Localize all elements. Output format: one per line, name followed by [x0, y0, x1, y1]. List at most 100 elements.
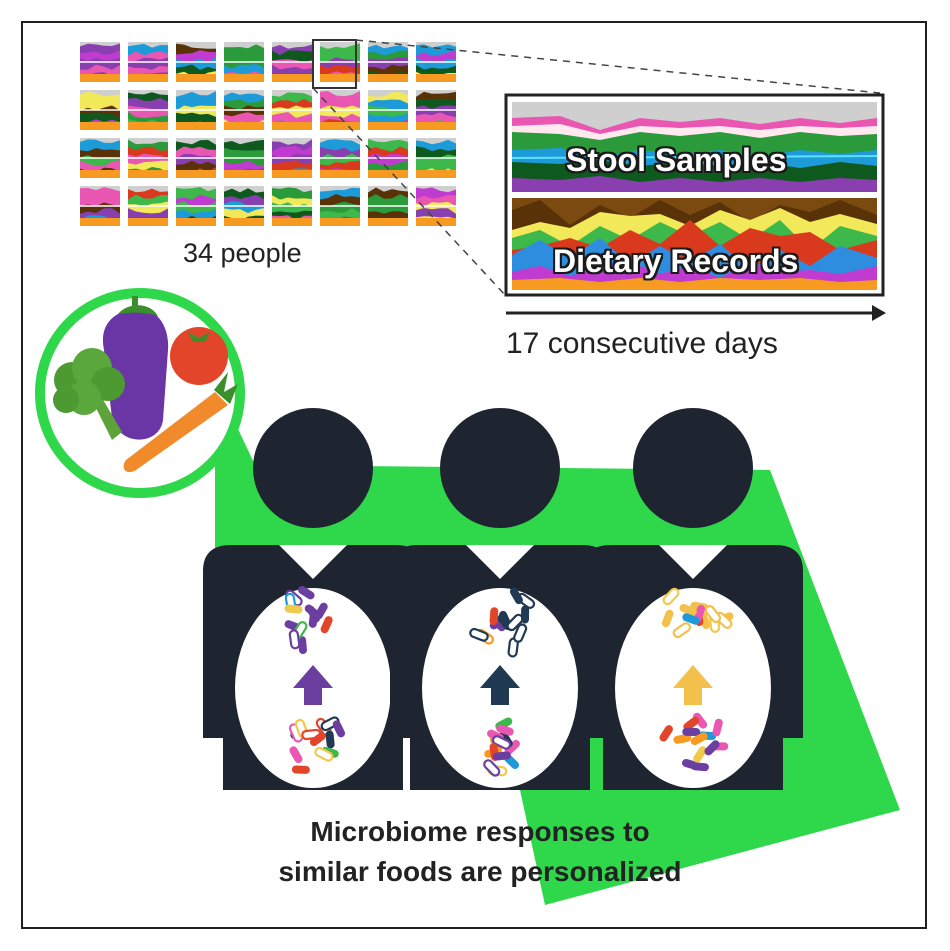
- bacterium-icon: [673, 733, 692, 744]
- mini-chart: [320, 90, 360, 130]
- bacterium-icon: [509, 587, 523, 605]
- mini-chart: [128, 138, 168, 178]
- mini-chart: [416, 42, 456, 82]
- mini-chart: [272, 42, 312, 82]
- mini-chart: [320, 42, 360, 82]
- bacterium-icon: [489, 607, 499, 626]
- people-count-label: 34 people: [183, 238, 302, 268]
- response-arrow-icon: [293, 665, 333, 705]
- mini-chart: [224, 186, 264, 226]
- stool-band-purple: [512, 176, 877, 192]
- mini-chart-grid: [80, 42, 456, 226]
- mini-chart: [128, 186, 168, 226]
- mini-chart: [224, 138, 264, 178]
- mini-chart: [224, 42, 264, 82]
- broccoli-icon: [53, 348, 125, 440]
- dietary-records-label: Dietary Records: [553, 243, 799, 279]
- bacterium-icon: [712, 718, 723, 737]
- mini-chart: [272, 186, 312, 226]
- bacterium-icon: [314, 746, 334, 762]
- bacterium-icon: [332, 720, 346, 738]
- caption-line-1: Microbiome responses to: [310, 816, 650, 847]
- mini-chart: [128, 90, 168, 130]
- person-2: [390, 408, 610, 790]
- bacterium-icon: [690, 732, 708, 746]
- mini-chart: [368, 90, 408, 130]
- days-label: 17 consecutive days: [506, 327, 778, 360]
- bacterium-icon: [496, 724, 514, 736]
- bacterium-icon: [325, 730, 335, 749]
- zoom-selection-box: [312, 39, 357, 89]
- food-circle: [35, 288, 245, 498]
- mini-chart: [368, 186, 408, 226]
- bacterium-icon: [483, 759, 501, 777]
- mini-chart: [176, 138, 216, 178]
- mini-chart: [272, 90, 312, 130]
- mini-chart: [416, 90, 456, 130]
- response-arrow-icon: [673, 665, 713, 705]
- bacterium-icon: [298, 636, 307, 655]
- mini-chart: [80, 90, 120, 130]
- person-head: [253, 408, 373, 528]
- bacterium-icon: [284, 604, 303, 614]
- person-3: [583, 408, 803, 790]
- zoom-line-top: [355, 39, 881, 94]
- bacterium-icon: [320, 616, 333, 634]
- person-1: [203, 408, 423, 790]
- bacterium-icon: [662, 587, 680, 606]
- mini-chart: [176, 186, 216, 226]
- bacterium-icon: [704, 605, 722, 624]
- bacterium-icon: [704, 740, 720, 756]
- bacterium-icon: [513, 623, 528, 643]
- response-arrow-icon: [480, 665, 520, 705]
- bacterium-icon: [469, 627, 489, 642]
- bacterium-icon: [289, 746, 303, 764]
- mini-chart: [320, 138, 360, 178]
- bacterium-icon: [320, 716, 340, 732]
- bacterium-icon: [520, 605, 530, 624]
- person-head: [440, 408, 560, 528]
- bacterium-icon: [683, 716, 700, 731]
- diet-band-orange: [512, 278, 877, 290]
- carrot-icon: [123, 372, 238, 473]
- zoom-line-bottom: [312, 87, 507, 297]
- bacterium-icon: [304, 604, 321, 619]
- mini-chart: [80, 186, 120, 226]
- bacterium-icon: [309, 732, 326, 747]
- bacterium-icon: [288, 629, 301, 650]
- bacterium-icon: [491, 735, 512, 750]
- bacterium-icon: [693, 712, 708, 729]
- mini-chart: [176, 90, 216, 130]
- person-head: [633, 408, 753, 528]
- mini-chart: [368, 138, 408, 178]
- mini-chart: [416, 138, 456, 178]
- mini-chart: [80, 42, 120, 82]
- mini-chart: [368, 42, 408, 82]
- mini-chart: [128, 42, 168, 82]
- bacterium-icon: [682, 613, 700, 625]
- caption-line-2: similar foods are personalized: [278, 856, 682, 887]
- mini-chart: [176, 42, 216, 82]
- stool-samples-label: Stool Samples: [566, 142, 787, 178]
- mini-chart: [80, 138, 120, 178]
- persons-group: [203, 408, 803, 790]
- bacterium-icon: [693, 746, 707, 763]
- zoomed-chart: [504, 93, 885, 297]
- bacterium-icon: [659, 725, 673, 742]
- bacterium-icon: [672, 622, 691, 639]
- time-axis-arrowhead: [872, 305, 886, 321]
- eggplant-icon: [102, 296, 169, 440]
- caption: Microbiome responses to similar foods ar…: [230, 812, 730, 892]
- bacterium-icon: [504, 739, 520, 755]
- mini-chart: [224, 90, 264, 130]
- bacterium-icon: [661, 609, 674, 628]
- mini-chart: [320, 186, 360, 226]
- bacterium-icon: [492, 751, 511, 761]
- bacterium-icon: [291, 765, 310, 774]
- bacterium-icon: [679, 604, 697, 616]
- bacterium-icon: [682, 727, 701, 737]
- tomato-icon: [170, 327, 228, 385]
- mini-chart: [272, 138, 312, 178]
- bacterium-icon: [298, 586, 315, 600]
